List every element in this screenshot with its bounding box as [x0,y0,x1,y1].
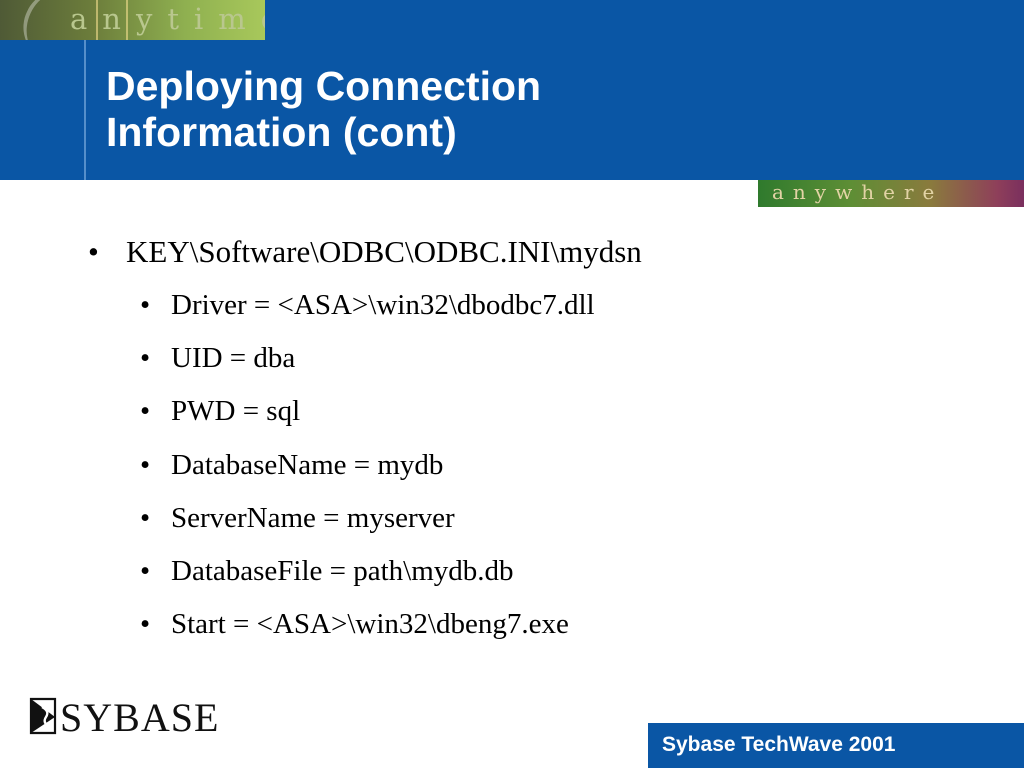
bullet-marker: • [140,289,151,321]
bullet-text: DatabaseName = mydb [171,449,444,481]
bullet-text: DatabaseFile = path\mydb.db [171,555,514,587]
decor-bar [96,0,98,40]
sybase-wordmark: SYBASE [60,695,220,740]
bullet-marker: • [140,395,151,427]
bullet-text: PWD = sql [171,395,301,427]
list-item: • Start = <ASA>\win32\dbeng7.exe [140,607,569,641]
anywhere-banner: anywhere [758,180,1024,207]
slide-title: Deploying Connection Information (cont) [106,63,541,155]
title-line-2: Information (cont) [106,109,457,155]
header-divider [84,0,86,180]
bullet-marker: • [140,502,151,534]
anywhere-text: anywhere [772,180,944,204]
sybase-logo: SYBASE [28,695,218,741]
bullet-text: UID = dba [171,342,296,374]
bullet-text: Driver = <ASA>\win32\dbodbc7.dll [171,289,595,321]
list-item: • PWD = sql [140,394,300,428]
list-item: • UID = dba [140,341,295,375]
bullet-marker: • [140,342,151,374]
decor-bar [126,0,128,40]
bullet-marker: • [140,449,151,481]
bullet-text: KEY\Software\ODBC\ODBC.INI\mydsn [126,234,642,269]
bullet-text: ServerName = myserver [171,502,455,534]
anytime-text: anytime [70,2,265,36]
list-item: • DatabaseFile = path\mydb.db [140,554,514,588]
bullet-key-path: • KEY\Software\ODBC\ODBC.INI\mydsn [88,234,642,270]
bullet-marker: • [88,234,99,269]
sybase-emblem-icon [29,697,57,735]
bullet-marker: • [140,555,151,587]
event-label-box: Sybase TechWave 2001 [648,723,1024,768]
bullet-marker: • [140,608,151,640]
title-line-1: Deploying Connection [106,63,542,109]
list-item: • ServerName = myserver [140,501,455,535]
bullet-text: Start = <ASA>\win32\dbeng7.exe [171,608,569,640]
list-item: • DatabaseName = mydb [140,448,443,482]
anytime-banner: anytime [0,0,265,40]
event-label: Sybase TechWave 2001 [662,733,896,756]
list-item: • Driver = <ASA>\win32\dbodbc7.dll [140,288,595,322]
